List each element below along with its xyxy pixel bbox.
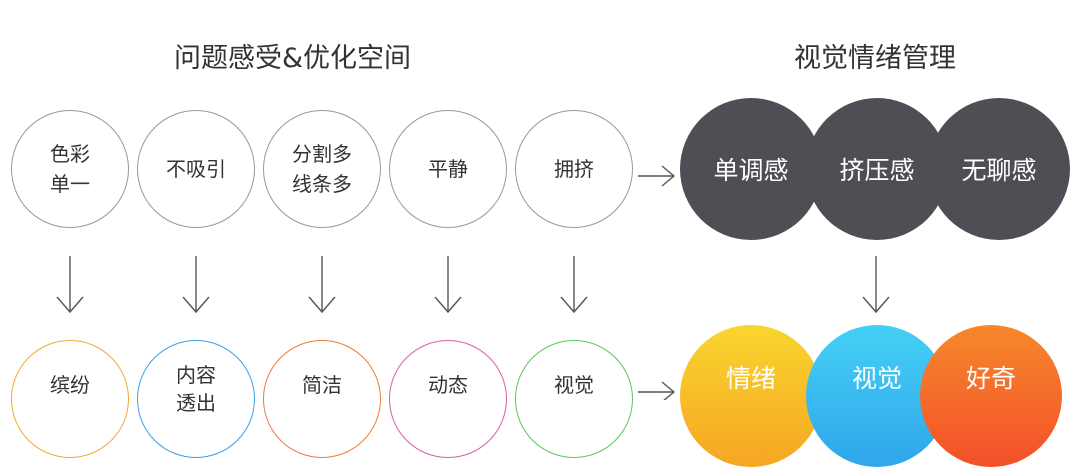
right-section-title: 视觉情绪管理 xyxy=(794,43,956,74)
down-arrow-icon xyxy=(862,256,890,314)
right-arrow-icon xyxy=(638,381,676,400)
feeling-label: 无聊感 xyxy=(961,156,1037,185)
arrows-layer xyxy=(56,165,890,400)
left-section-title: 问题感受&优化空间 xyxy=(173,43,412,74)
solution-text-line1: 动态 xyxy=(428,373,468,397)
problem-circle-crowded: 拥挤 xyxy=(515,110,633,228)
down-arrow-icon xyxy=(308,256,336,314)
feeling-label: 单调感 xyxy=(713,156,789,185)
problem-text-line2: 单一 xyxy=(50,172,90,196)
down-arrow-icon xyxy=(434,256,462,314)
problem-circle-divisions: 分割多 线条多 xyxy=(263,110,381,228)
feeling-circle-monotony: 单调感 xyxy=(680,98,822,240)
feeling-label: 挤压感 xyxy=(839,156,915,185)
feeling-circle-crowding: 挤压感 xyxy=(806,98,948,240)
solution-text-line1: 视觉 xyxy=(554,373,594,397)
right-arrow-icon xyxy=(638,165,676,187)
down-arrow-icon xyxy=(560,256,588,314)
problem-text-line1: 平静 xyxy=(428,157,468,181)
emotion-label: 视觉 xyxy=(851,364,902,393)
problem-text-line1: 分割多 xyxy=(292,142,352,166)
solution-text-line1: 内容 xyxy=(176,363,216,387)
down-arrow-icon xyxy=(56,256,84,314)
problem-text-line1: 色彩 xyxy=(50,142,90,166)
problem-circle-unattractive: 不吸引 xyxy=(137,110,255,228)
problem-circle-color: 色彩 单一 xyxy=(11,110,129,228)
down-arrow-icon xyxy=(182,256,210,314)
problem-text-line2: 线条多 xyxy=(292,172,352,196)
solution-text-line1: 简洁 xyxy=(302,373,342,397)
emotion-label: 情绪 xyxy=(725,364,776,393)
problem-text-line1: 拥挤 xyxy=(554,157,594,181)
problem-circle-calm: 平静 xyxy=(389,110,507,228)
solution-text-line1: 缤纷 xyxy=(50,373,90,397)
problem-text-line1: 不吸引 xyxy=(166,157,226,181)
feeling-circle-boredom: 无聊感 xyxy=(928,98,1070,240)
emotion-label: 好奇 xyxy=(965,364,1016,393)
